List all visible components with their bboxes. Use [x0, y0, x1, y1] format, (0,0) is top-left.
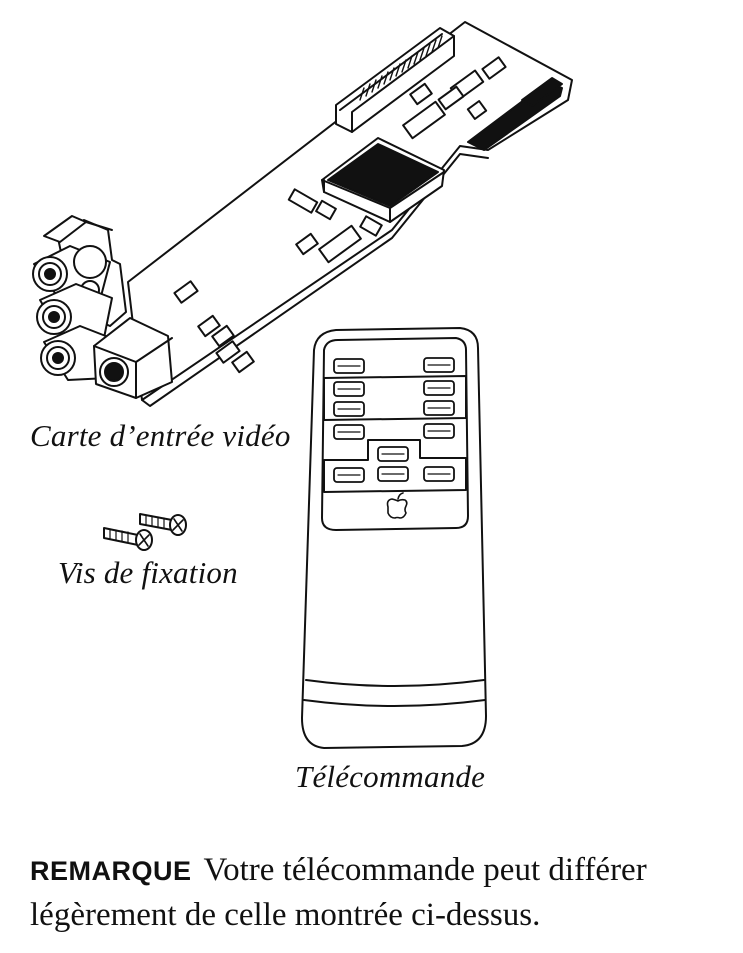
screws-caption: Vis de fixation	[58, 555, 238, 590]
mounting-screws-drawing	[103, 513, 187, 551]
note-label: REMARQUE	[30, 856, 192, 886]
card-caption: Carte d’entrée vidéo	[30, 418, 291, 453]
apple-logo-icon	[386, 492, 408, 519]
note-paragraph: REMARQUE Votre télécommande peut différer…	[30, 848, 730, 937]
note-line-2: légèrement de celle montrée ci-dessus.	[30, 897, 541, 933]
video-input-card-drawing	[32, 21, 573, 407]
note-line-1: Votre télécommande peut différer	[203, 852, 647, 888]
remote-caption: Télécommande	[295, 759, 486, 794]
remote-control-drawing	[301, 327, 487, 749]
